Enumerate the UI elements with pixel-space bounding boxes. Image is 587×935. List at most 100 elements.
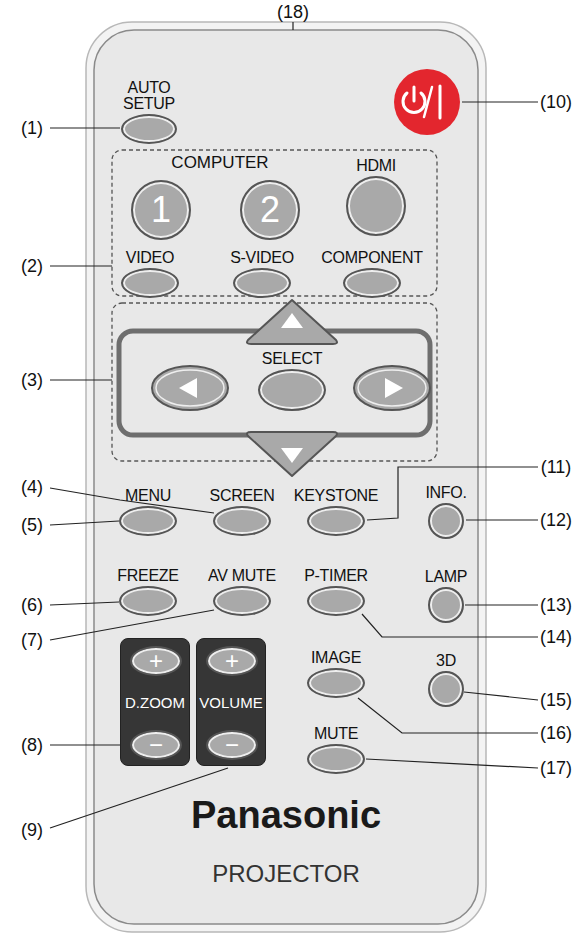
leader-line (50, 610, 214, 640)
leader-line (50, 602, 119, 605)
remote-button: LAMP (428, 587, 464, 623)
callout-number: (10) (540, 93, 572, 111)
remote-button: HDMI (346, 176, 406, 236)
button-text: + (225, 649, 239, 673)
remote-button: MUTE (307, 744, 365, 774)
arrow-button (152, 366, 228, 410)
button-label: MENU (125, 488, 171, 504)
remote-button: + (206, 646, 258, 676)
callout-number: (11) (541, 458, 572, 476)
brand-logo: Panasonic (191, 796, 381, 834)
rocker-panel: VOLUME + − (196, 638, 266, 766)
remote-button: MENU (119, 506, 177, 536)
button-label: AUTO SETUP (118, 80, 180, 112)
power-button (394, 69, 460, 135)
product-name: PROJECTOR (212, 862, 360, 886)
button-text: − (149, 733, 163, 757)
rocker-label: D.ZOOM (125, 695, 185, 710)
leader-line (366, 759, 538, 768)
remote-body: PanasonicPROJECTOR AUTO SETUP 1 2 HDMI VIDEO S… (94, 30, 478, 924)
callout-number: (7) (21, 631, 43, 649)
leader-line (462, 101, 538, 102)
remote-housing (94, 30, 478, 924)
remote-button: AUTO SETUP (121, 114, 177, 144)
leader-line (50, 521, 119, 525)
button-label: SELECT (262, 351, 322, 367)
arrow-button (358, 370, 426, 406)
button-text: 1 (151, 192, 171, 228)
remote-button: − (130, 730, 182, 760)
arrow-button (179, 378, 197, 398)
arrow-button (281, 448, 303, 463)
leader-line (50, 265, 112, 266)
button-label: 3D (436, 653, 456, 669)
remote-button: P-TIMER (307, 586, 365, 616)
rocker-panel: D.ZOOM + − (120, 638, 190, 766)
callout-number: (3) (21, 371, 43, 389)
callout-number: (15) (540, 691, 572, 709)
callout-number: (12) (540, 511, 572, 529)
button-label: KEYSTONE (294, 488, 378, 504)
arrow-button (152, 300, 430, 476)
callout-number: (5) (21, 516, 43, 534)
callout-number: (9) (21, 821, 43, 839)
button-label: SCREEN (210, 488, 275, 504)
callout-number: (6) (21, 596, 43, 614)
leader-line (50, 379, 112, 380)
leader-line (465, 604, 538, 605)
button-label: VIDEO (126, 250, 174, 266)
callout-number: (1) (21, 119, 43, 137)
remote-button: SELECT (258, 369, 326, 411)
callout-number: (18) (277, 3, 309, 21)
button-label: IMAGE (311, 650, 361, 666)
remote-button: COMPONENT (343, 268, 401, 298)
button-label: FREEZE (117, 568, 178, 584)
remote-button: SCREEN (213, 506, 271, 536)
callout-number: (4) (21, 478, 43, 496)
button-label: S-VIDEO (230, 250, 294, 266)
power-button (424, 87, 432, 117)
callout-number: (8) (21, 736, 43, 754)
callout-number: (16) (540, 724, 572, 742)
button-label: HDMI (356, 158, 396, 174)
remote-button: 1 (131, 180, 191, 240)
power-button (394, 69, 460, 135)
leader-line (50, 22, 538, 828)
button-label: LAMP (425, 569, 467, 585)
group-bracket (112, 150, 437, 461)
arrow-button (281, 313, 303, 328)
arrow-button (247, 300, 337, 344)
leader-line (292, 22, 293, 30)
callout-number: (17) (540, 759, 572, 777)
leader-line (466, 519, 538, 520)
remote-button: AV MUTE (213, 586, 271, 616)
remote-button: KEYSTONE (307, 506, 365, 536)
callout-number: (14) (540, 628, 572, 646)
remote-button: 2 (240, 180, 300, 240)
arrow-button (354, 366, 430, 410)
remote-button: IMAGE (307, 668, 365, 698)
power-button (413, 87, 416, 101)
button-label: INFO. (425, 485, 466, 501)
button-label: P-TIMER (304, 568, 368, 584)
remote-button: − (206, 730, 258, 760)
button-text: + (149, 649, 163, 673)
button-label: AV MUTE (208, 568, 276, 584)
remote-button: FREEZE (119, 586, 177, 616)
leader-line (464, 692, 538, 700)
leader-line (50, 744, 120, 745)
arrow-button (385, 378, 403, 398)
arrow-button (247, 432, 337, 476)
button-label: COMPONENT (321, 250, 422, 266)
nav-ring (119, 331, 430, 435)
remote-button: 3D (428, 671, 464, 707)
button-text: 2 (260, 192, 280, 228)
remote-button: + (130, 646, 182, 676)
power-button (439, 86, 442, 118)
rocker-label: VOLUME (199, 695, 262, 710)
group-label: COMPUTER (171, 154, 268, 171)
callout-number: (13) (540, 596, 572, 614)
remote-button: S-VIDEO (233, 268, 291, 298)
arrow-button (156, 370, 224, 406)
